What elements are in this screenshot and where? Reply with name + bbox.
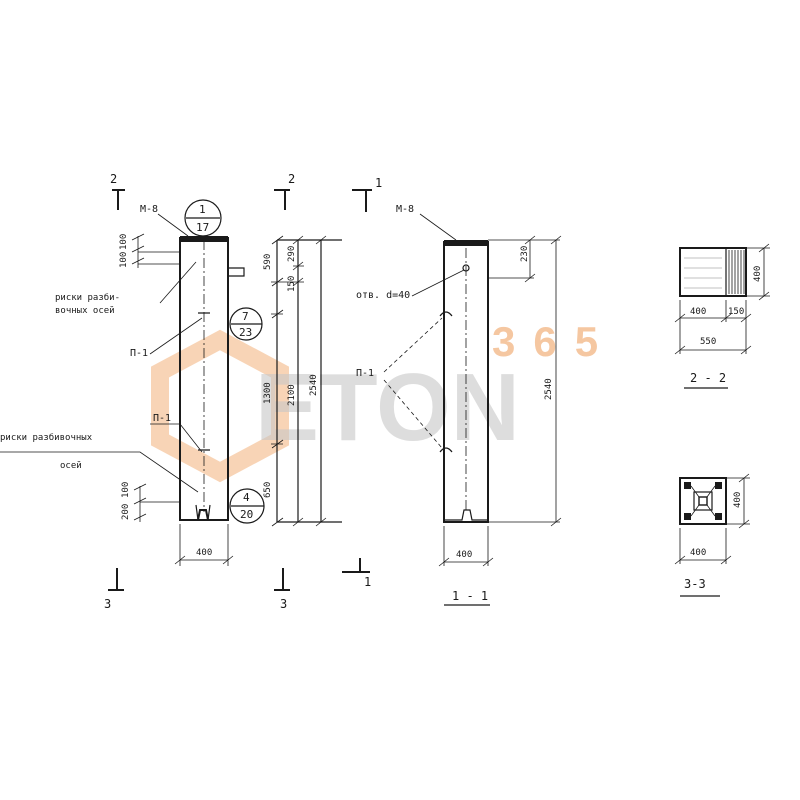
label-risks2-line1: риски разбивочных: [0, 432, 93, 443]
section-3-3: 400 400 3-3: [674, 473, 750, 597]
section-mark-bottom: 3: [104, 597, 111, 611]
s22-caption: 2 - 2: [690, 371, 726, 385]
dim-bot-a: 100: [121, 482, 131, 498]
s33-dim-height: 400: [733, 492, 743, 508]
side-label-hole: отв. d=40: [356, 290, 410, 301]
watermark-brand: ETON: [255, 354, 520, 461]
s22-dim-550: 550: [700, 337, 716, 347]
callout-top-num: 1: [199, 203, 206, 216]
side-section-bottom: 1: [364, 575, 371, 589]
dim-bot-b: 200: [121, 504, 131, 520]
dimension-column: 2 590 290 150 1300 2100 2540 650 3: [263, 172, 342, 611]
dimcol-section-bottom: 3: [280, 597, 287, 611]
dim-2540: 2540: [309, 374, 319, 396]
dim-290: 290: [287, 246, 297, 262]
side-dim-width: 400: [456, 550, 472, 560]
watermark-hex-icon: [151, 329, 289, 483]
side-dim-2540: 2540: [544, 378, 554, 400]
label-mark-m8: М-8: [140, 204, 158, 215]
dim-top-a: 100: [119, 234, 129, 250]
watermark: ETON 365: [151, 318, 616, 483]
s33-caption: 3-3: [684, 577, 706, 591]
dim-650: 650: [263, 482, 273, 498]
callout-bot-num: 4: [243, 491, 250, 504]
section-mark-top: 2: [110, 172, 117, 186]
front-view: 2 1 17 7 23 4 20 М-8 риски разби- вочных…: [0, 172, 265, 611]
side-dim-230: 230: [520, 246, 530, 262]
dim-590: 590: [263, 254, 273, 270]
s33-dim-width: 400: [690, 548, 706, 558]
callout-top-sheet: 17: [196, 221, 209, 234]
s22-dim-400: 400: [690, 307, 706, 317]
callout-bot-sheet: 20: [240, 508, 253, 521]
side-section-top: 1: [375, 176, 382, 190]
dim-2100: 2100: [287, 384, 297, 406]
side-label-p1: П-1: [356, 368, 374, 379]
s22-dim-150: 150: [728, 307, 744, 317]
dim-150: 150: [287, 276, 297, 292]
side-view: 1 М-8 отв. d=40 П-1 230 2540 400 1 1 - 1: [342, 176, 562, 606]
side-label-mark: М-8: [396, 204, 414, 215]
dim-width-front: 400: [196, 548, 212, 558]
label-p1-upper: П-1: [130, 348, 148, 359]
side-caption: 1 - 1: [452, 589, 488, 603]
dim-1300: 1300: [263, 382, 273, 404]
section-2-2: 400 400 150 550 2 - 2: [674, 243, 770, 389]
label-risks-line1: риски разби-: [55, 292, 120, 303]
dim-top-b: 100: [119, 252, 129, 268]
callout-mid-sheet: 23: [239, 326, 252, 339]
dimcol-section-top: 2: [288, 172, 295, 186]
watermark-number: 365: [492, 318, 616, 365]
label-p1-lower: П-1: [153, 413, 171, 424]
callout-mid-num: 7: [242, 310, 249, 323]
label-risks-line2: вочных осей: [55, 306, 115, 316]
label-risks2-line2: осей: [60, 461, 82, 471]
s22-dim-height: 400: [753, 266, 763, 282]
